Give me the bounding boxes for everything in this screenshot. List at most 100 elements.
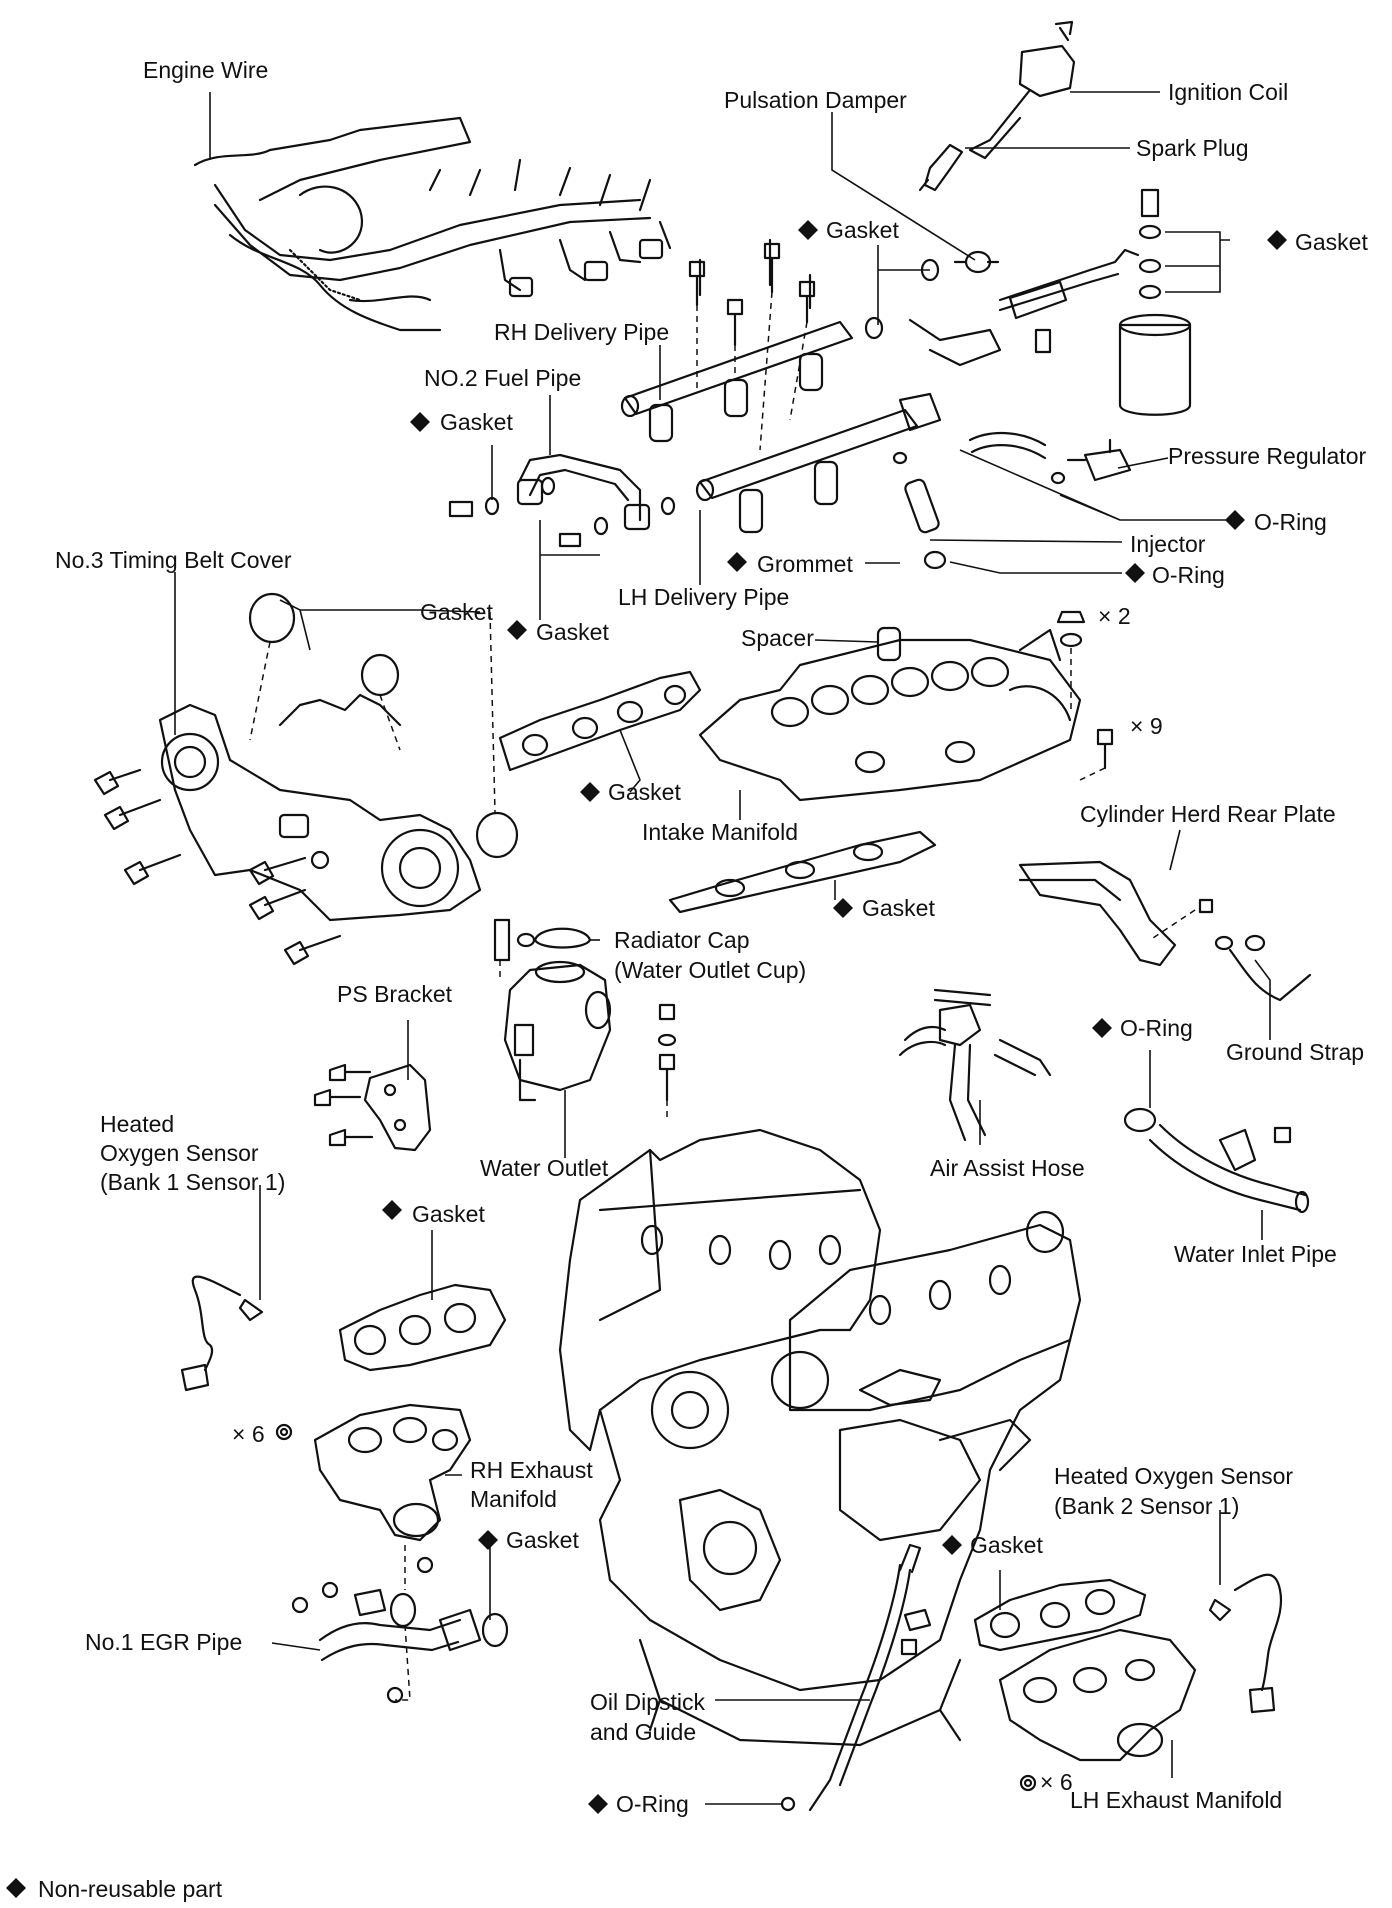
label-ps-bracket: PS Bracket bbox=[337, 981, 453, 1007]
water-outlet-bolts bbox=[499, 960, 677, 1118]
radiator-cap bbox=[493, 918, 592, 962]
label-cylinder-head-rear-plate: Cylinder Herd Rear Plate bbox=[1080, 801, 1336, 827]
label-o-ring: O-Ring bbox=[1120, 1015, 1193, 1041]
label-rh-exhaust: RH Exhaust bbox=[470, 1457, 593, 1483]
intake-manifold bbox=[698, 628, 1082, 802]
diamond-icon bbox=[6, 1878, 26, 1898]
diamond-icon bbox=[478, 1530, 498, 1550]
diamond-icon bbox=[382, 1200, 402, 1220]
engine-block bbox=[558, 1128, 1082, 1747]
non-reusable-markers bbox=[6, 220, 1287, 1898]
diamond-icon bbox=[1225, 510, 1245, 530]
injector bbox=[892, 451, 947, 570]
rh-exhaust-gasket bbox=[338, 1283, 507, 1372]
label-qty-x2: × 2 bbox=[1098, 603, 1131, 629]
label-ground-strap: Ground Strap bbox=[1226, 1039, 1364, 1065]
water-inlet-pipe bbox=[1123, 1107, 1310, 1214]
label-heated-oxygen-sensor-b1: Heated bbox=[100, 1111, 174, 1137]
diamond-icon bbox=[410, 412, 430, 432]
label-gasket: Gasket bbox=[536, 619, 609, 645]
label-gasket: Gasket bbox=[970, 1532, 1043, 1558]
heated-oxygen-sensor-bank2 bbox=[1208, 1573, 1283, 1714]
label-no2-fuel-pipe: NO.2 Fuel Pipe bbox=[424, 365, 581, 391]
diamond-icon bbox=[588, 1794, 608, 1814]
diamond-icon bbox=[798, 220, 818, 240]
no1-egr-pipe bbox=[291, 1545, 509, 1704]
oil-dipstick-and-guide bbox=[780, 1543, 932, 1812]
label-spark-plug: Spark Plug bbox=[1136, 135, 1249, 161]
label-gasket: Gasket bbox=[826, 217, 899, 243]
ignition-coil bbox=[968, 20, 1076, 160]
label-intake-manifold: Intake Manifold bbox=[642, 819, 798, 845]
label-injector: Injector bbox=[1130, 531, 1206, 557]
rh-delivery-pipe bbox=[620, 238, 854, 443]
label-qty-x6: × 6 bbox=[1040, 1769, 1073, 1795]
lh-delivery-pipe bbox=[695, 392, 942, 534]
pulsation-damper bbox=[953, 250, 1000, 274]
no2-fuel-pipe bbox=[448, 453, 676, 548]
lh-exhaust-gasket bbox=[973, 1578, 1147, 1652]
label-oil-dipstick: and Guide bbox=[590, 1719, 696, 1745]
label-gasket: Gasket bbox=[1295, 229, 1368, 255]
label-gasket: Gasket bbox=[506, 1527, 579, 1553]
no1-fuel-pipe-and-filter bbox=[908, 248, 1192, 416]
label-gasket: Gasket bbox=[412, 1201, 485, 1227]
legend-non-reusable: Non-reusable part bbox=[38, 1876, 223, 1902]
label-gasket: Gasket bbox=[440, 409, 513, 435]
label-lh-exhaust-manifold: LH Exhaust Manifold bbox=[1070, 1787, 1282, 1813]
intake-gaskets bbox=[498, 670, 937, 914]
pressure-regulator bbox=[968, 432, 1132, 485]
label-grommet: Grommet bbox=[757, 551, 853, 577]
diamond-icon bbox=[942, 1535, 962, 1555]
label-o-ring: O-Ring bbox=[1254, 509, 1327, 535]
label-o-ring: O-Ring bbox=[1152, 562, 1225, 588]
label-radiator-cap: Radiator Cap bbox=[614, 927, 750, 953]
label-no3-timing-belt-cover: No.3 Timing Belt Cover bbox=[55, 547, 292, 573]
label-pressure-regulator: Pressure Regulator bbox=[1168, 443, 1366, 469]
label-rh-exhaust: Manifold bbox=[470, 1486, 557, 1512]
air-assist-hose bbox=[898, 988, 1052, 1142]
spacer bbox=[876, 626, 902, 662]
diamond-icon bbox=[833, 898, 853, 918]
label-heated-oxygen-sensor-b1: (Bank 1 Sensor 1) bbox=[100, 1169, 285, 1195]
water-outlet bbox=[503, 960, 612, 1102]
label-gasket: Gasket bbox=[608, 779, 681, 805]
label-water-outlet: Water Outlet bbox=[480, 1155, 609, 1181]
diamond-icon bbox=[1092, 1018, 1112, 1038]
ps-bracket bbox=[313, 1063, 432, 1152]
label-heated-oxygen-sensor-b1: Oxygen Sensor bbox=[100, 1140, 259, 1166]
label-o-ring: O-Ring bbox=[616, 1791, 689, 1817]
rh-exhaust-manifold bbox=[275, 1403, 472, 1542]
label-gasket: Gasket bbox=[420, 599, 493, 625]
label-spacer: Spacer bbox=[741, 625, 814, 651]
lh-exhaust-manifold bbox=[998, 1628, 1197, 1792]
timing-cover-gaskets bbox=[248, 592, 519, 859]
spark-plug bbox=[918, 143, 964, 192]
label-qty-x6: × 6 bbox=[232, 1421, 265, 1447]
no3-timing-belt-cover bbox=[93, 703, 482, 966]
heated-oxygen-sensor-bank1 bbox=[180, 1275, 264, 1392]
intake-nuts-bolts bbox=[1056, 610, 1114, 781]
label-engine-wire: Engine Wire bbox=[143, 57, 268, 83]
gasket-rings-top bbox=[864, 188, 1162, 340]
label-no1-egr-pipe: No.1 EGR Pipe bbox=[85, 1629, 242, 1655]
diamond-icon bbox=[1267, 230, 1287, 250]
label-lh-delivery-pipe: LH Delivery Pipe bbox=[618, 584, 789, 610]
label-rh-delivery-pipe: RH Delivery Pipe bbox=[494, 319, 669, 345]
engine-wire-harness bbox=[193, 116, 672, 332]
label-ignition-coil: Ignition Coil bbox=[1168, 79, 1288, 105]
diamond-icon bbox=[580, 782, 600, 802]
label-oil-dipstick: Oil Dipstick bbox=[590, 1689, 706, 1715]
diamond-icon bbox=[507, 620, 527, 640]
label-air-assist-hose: Air Assist Hose bbox=[930, 1155, 1085, 1181]
injector-bolts bbox=[688, 242, 816, 451]
label-gasket: Gasket bbox=[862, 895, 935, 921]
cylinder-head-rear-plate bbox=[1018, 860, 1214, 967]
label-heated-oxygen-sensor-b2: Heated Oxygen Sensor bbox=[1054, 1463, 1293, 1489]
labels: Engine Wire Pulsation Damper Ignition Co… bbox=[38, 57, 1368, 1902]
label-qty-x9: × 9 bbox=[1130, 713, 1163, 739]
diamond-icon bbox=[1125, 563, 1145, 583]
diamond-icon bbox=[727, 552, 747, 572]
ground-strap bbox=[1214, 934, 1312, 1002]
